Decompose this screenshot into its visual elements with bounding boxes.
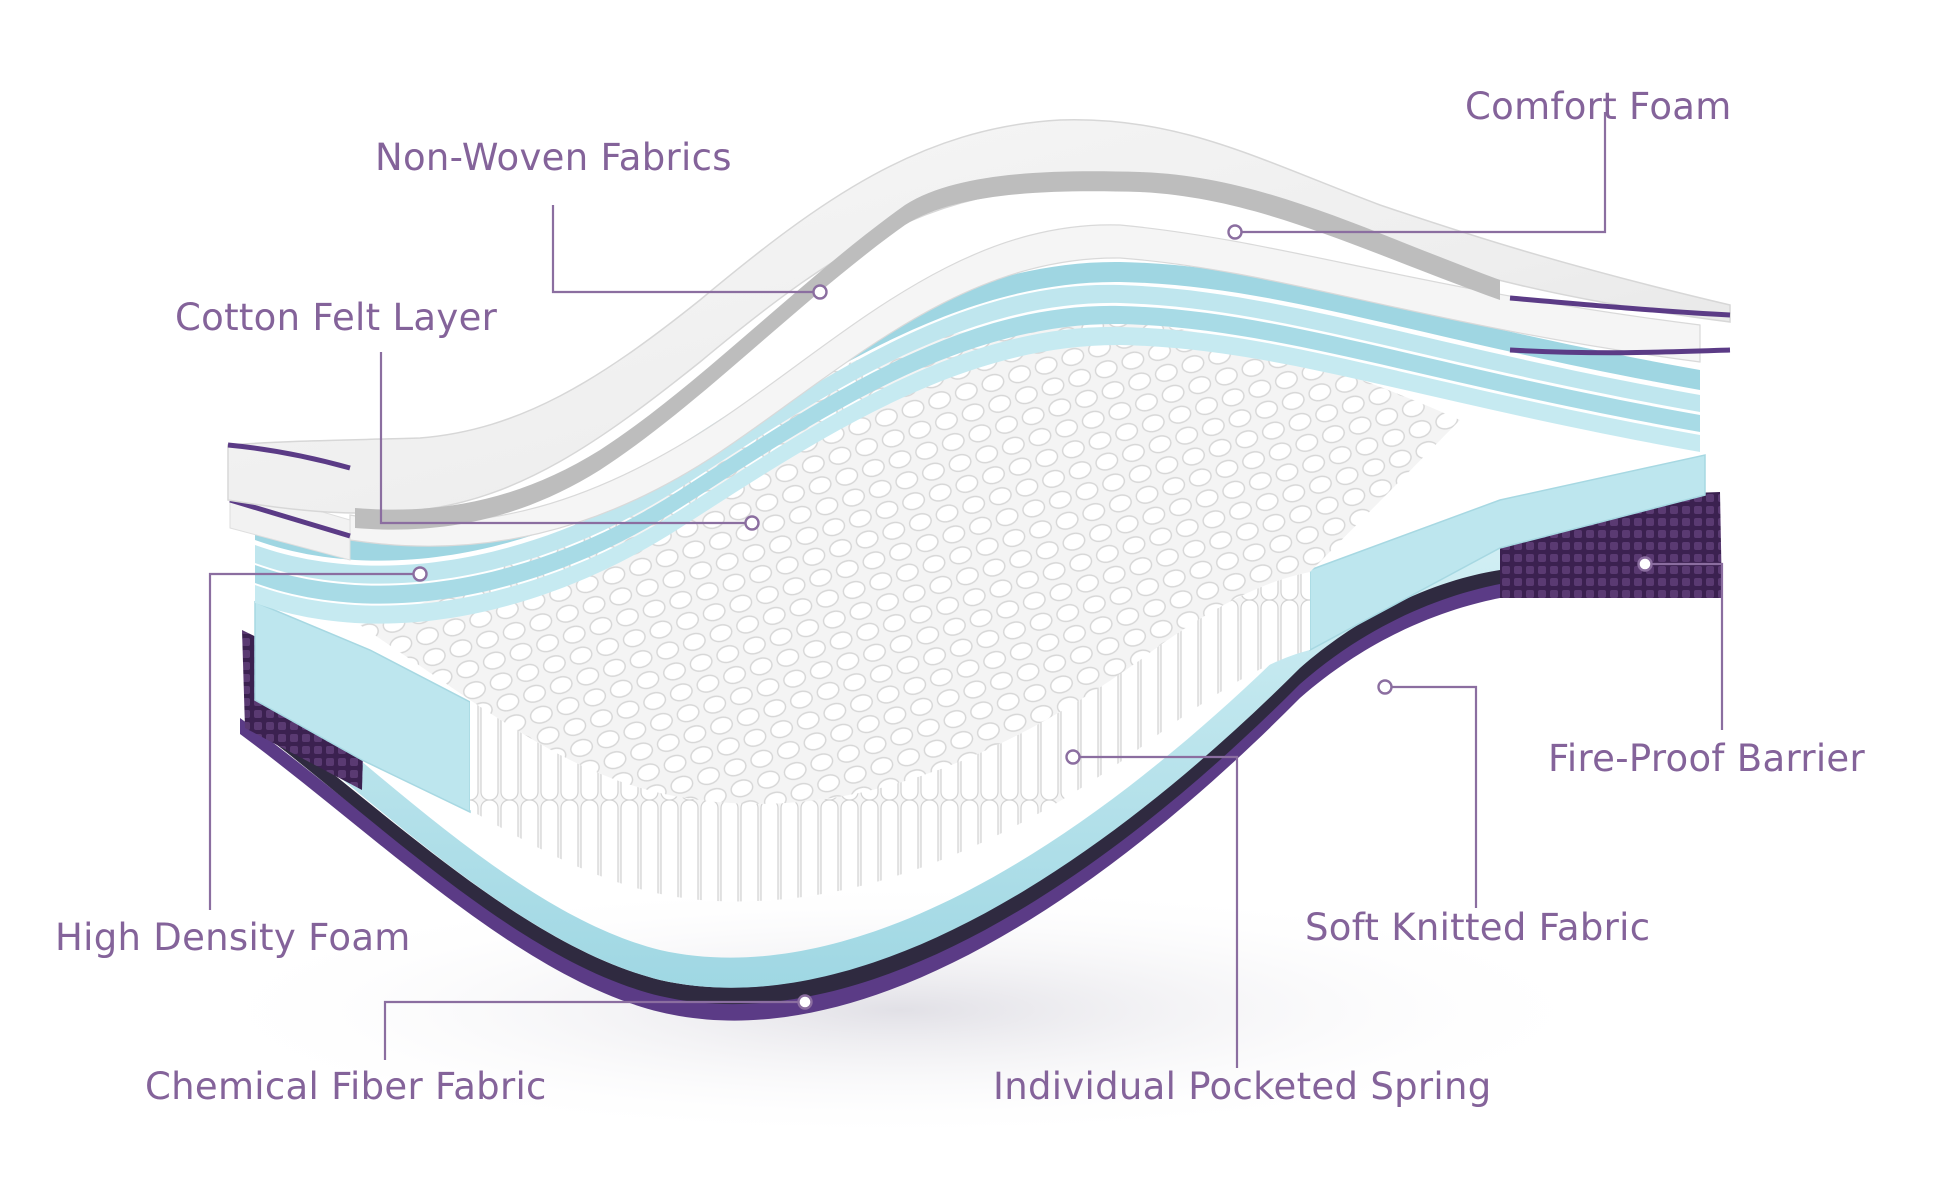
label-soft-knitted-fabric: Soft Knitted Fabric: [1305, 906, 1651, 949]
left-purple-piping: [229, 497, 351, 539]
spring-top-surface: [360, 320, 1460, 804]
right-purple-piping-2: [1509, 347, 1731, 356]
dot-cotton-felt-layer: [744, 515, 760, 531]
leader-cotton-felt-layer: [379, 352, 752, 525]
label-individual-pocketed-spring: Individual Pocketed Spring: [993, 1065, 1492, 1108]
left-foam-edge: [254, 600, 471, 814]
leader-non-woven-fabrics: [551, 205, 820, 294]
leader-chemical-fiber-fabric: [383, 1000, 805, 1060]
dot-soft-knitted-fabric: [1377, 679, 1393, 695]
dot-non-woven-fabrics: [812, 284, 828, 300]
dot-chemical-fiber-fabric: [797, 994, 813, 1010]
quilted-top: [227, 119, 1731, 514]
leader-high-density-foam: [208, 572, 420, 910]
label-cotton-felt-layer: Cotton Felt Layer: [175, 296, 498, 339]
label-non-woven-fabrics: Non-Woven Fabrics: [375, 136, 732, 179]
upper-foam-layer-1: [255, 284, 1700, 584]
label-fire-proof-barrier: Fire-Proof Barrier: [1548, 737, 1865, 780]
label-chemical-fiber-fabric: Chemical Fiber Fabric: [145, 1065, 547, 1108]
dot-individual-pocketed-spring: [1065, 749, 1081, 765]
leader-soft-knitted-fabric: [1385, 685, 1478, 908]
leader-individual-pocketed-spring: [1073, 755, 1239, 1068]
quilt-cut-edge: [355, 171, 1500, 530]
dot-comfort-foam: [1227, 224, 1243, 240]
right-purple-piping: [1509, 295, 1731, 318]
dot-high-density-foam: [412, 566, 428, 582]
upper-foam-layer-3: [255, 326, 1700, 624]
leader-comfort-foam: [1235, 112, 1607, 234]
dot-fire-proof-barrier: [1637, 556, 1653, 572]
label-high-density-foam: High Density Foam: [55, 916, 411, 959]
label-comfort-foam: Comfort Foam: [1465, 85, 1732, 128]
upper-foam-layer-2: [255, 305, 1700, 604]
spring-side-wall: [470, 572, 1310, 902]
leader-fire-proof-barrier: [1645, 562, 1724, 730]
comfort-foam-layer: [349, 224, 1701, 547]
top-purple-piping: [227, 442, 351, 471]
